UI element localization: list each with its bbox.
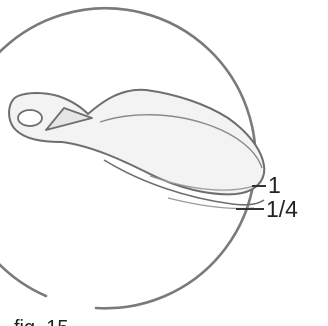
mark-label-upper: 1 — [268, 172, 281, 198]
figure-caption: fig. 15 — [14, 317, 68, 326]
enclosing-circle — [0, 7, 257, 310]
scoop-bowl-lower-curve — [103, 159, 265, 206]
scoop-handle-hole — [17, 109, 43, 127]
scoop-outline — [8, 88, 266, 196]
mark-label-lower: 1/4 — [266, 196, 298, 222]
measuring-scoop-icon — [8, 88, 266, 210]
scoop-handle-ridge — [45, 107, 93, 131]
scoop-bowl-rim — [99, 114, 263, 169]
scoop-level-line-upper — [149, 175, 255, 191]
scoop-level-line-lower — [167, 197, 255, 210]
